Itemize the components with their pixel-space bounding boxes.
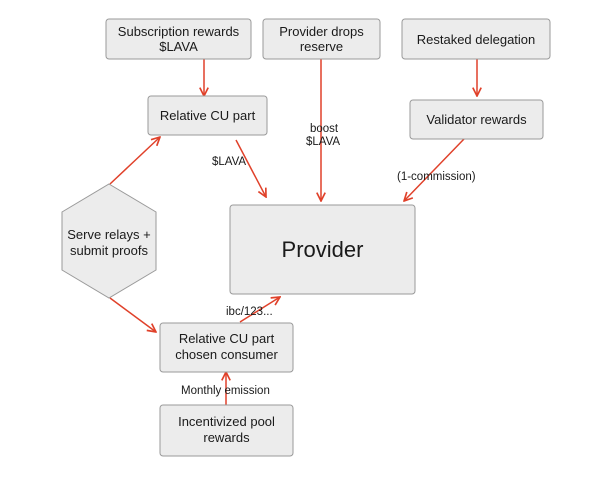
node-provider-drops-line1: Provider drops — [279, 24, 364, 39]
node-restaked-delegation: Restaked delegation — [401, 18, 551, 60]
node-serve-relays-line1: Serve relays + — [67, 227, 150, 242]
node-restaked-delegation-label: Restaked delegation — [417, 32, 536, 47]
node-provider-label: Provider — [282, 237, 364, 262]
arrow-serve-to-cu-part — [109, 137, 160, 185]
edge-label-monthly-emission: Monthly emission — [181, 385, 270, 397]
node-provider-drops-reserve: Provider drops reserve — [262, 18, 381, 60]
arrow-consumer-to-provider — [239, 297, 280, 323]
edge-label-cu-lava: $LAVA — [212, 156, 246, 168]
node-provider: Provider — [229, 204, 416, 295]
edge-label-commission: (1-commission) — [397, 171, 476, 183]
node-serve-relays-hexagon: Serve relays + submit proofs — [61, 183, 157, 299]
node-relative-cu-consumer: Relative CU part chosen consumer — [159, 322, 294, 373]
arrow-cu-part-to-provider — [235, 139, 266, 197]
node-incentivized-pool-line1: Incentivized pool — [178, 414, 275, 429]
node-relative-cu-part-label: Relative CU part — [160, 108, 256, 123]
edge-label-boost-lava: $LAVA — [306, 136, 340, 148]
node-validator-rewards: Validator rewards — [409, 99, 544, 140]
arrow-serve-to-consumer — [109, 297, 156, 332]
node-relative-cu-consumer-line2: chosen consumer — [175, 347, 278, 362]
arrow-validator-to-provider — [404, 138, 465, 201]
edge-label-boost: boost — [310, 123, 339, 135]
node-subscription-rewards: Subscription rewards $LAVA — [105, 18, 252, 60]
node-incentivized-pool: Incentivized pool rewards — [159, 404, 294, 457]
node-relative-cu-consumer-line1: Relative CU part — [179, 331, 275, 346]
node-incentivized-pool-line2: rewards — [203, 430, 250, 445]
node-subscription-rewards-line2: $LAVA — [159, 39, 198, 54]
edge-label-ibc: ibc/123... — [226, 306, 273, 318]
node-validator-rewards-label: Validator rewards — [426, 112, 527, 127]
node-serve-relays-line2: submit proofs — [70, 243, 149, 258]
node-provider-drops-line2: reserve — [300, 39, 343, 54]
node-relative-cu-part: Relative CU part — [147, 95, 268, 136]
node-subscription-rewards-line1: Subscription rewards — [118, 24, 240, 39]
